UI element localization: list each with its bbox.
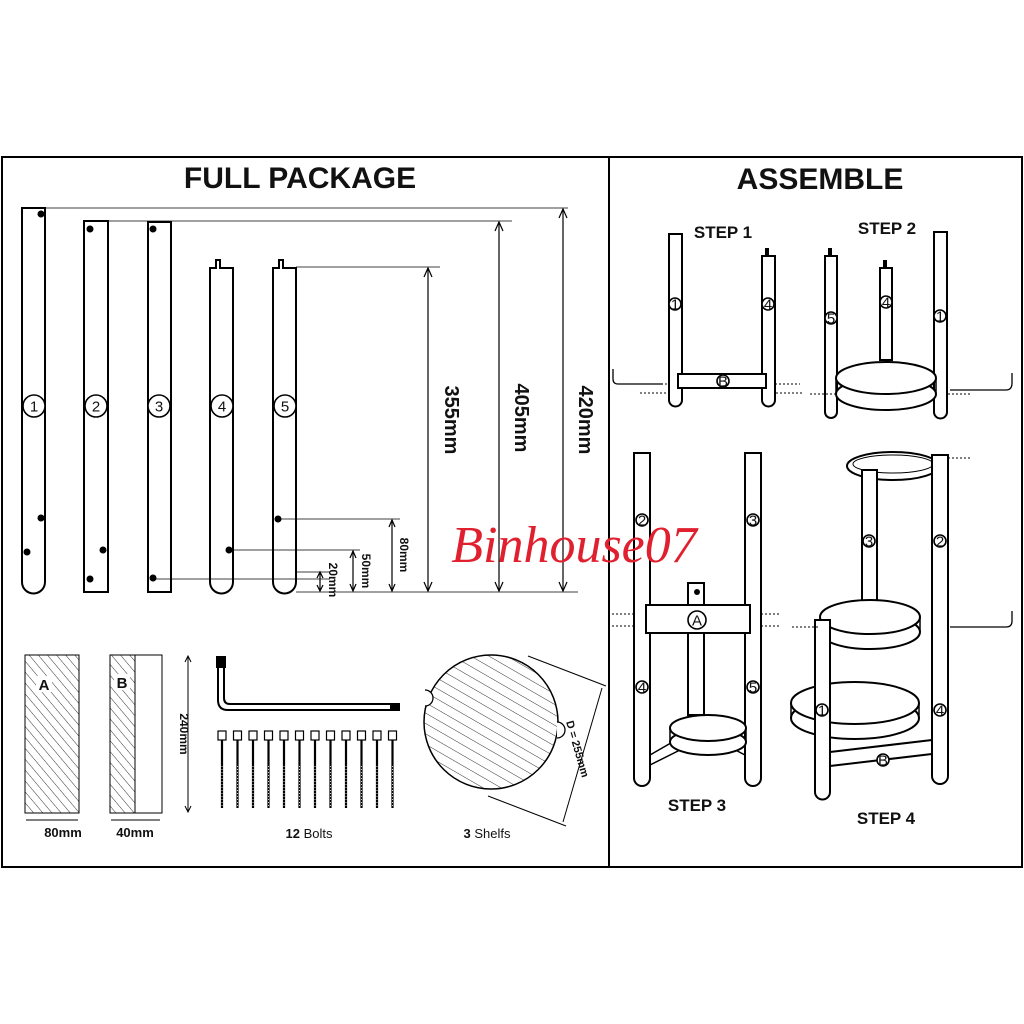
svg-text:2: 2 <box>638 513 646 530</box>
assemble-title: ASSEMBLE <box>737 163 904 196</box>
svg-text:B: B <box>878 753 888 770</box>
dim-420-label: 420mm <box>574 386 596 455</box>
full-package-title: FULL PACKAGE <box>184 162 416 195</box>
step-1-diagram: STEP 1 1 4 B <box>612 223 802 408</box>
svg-text:B: B <box>718 374 728 391</box>
tube-4: 4 <box>209 259 234 595</box>
svg-text:A: A <box>692 613 702 630</box>
svg-text:1: 1 <box>818 703 826 720</box>
dim-355-label: 355mm <box>440 386 462 455</box>
bolt-icon <box>232 730 243 808</box>
bolt-icon <box>294 730 305 808</box>
hex-key-icon <box>216 656 400 711</box>
watermark-text: Binhouse07 <box>451 517 699 574</box>
svg-text:1: 1 <box>671 297 679 314</box>
step-3-diagram: A 2 3 4 5 STEP 3 <box>612 452 780 815</box>
step-2-title: STEP 2 <box>858 219 916 238</box>
step-4-title: STEP 4 <box>857 809 916 828</box>
bolt-icon <box>341 730 351 808</box>
dimension-extension-lines <box>45 207 578 593</box>
tube-1: 1 <box>21 207 46 595</box>
svg-text:1: 1 <box>936 309 944 326</box>
block-height-label: 240mm <box>177 713 191 754</box>
dim-405-label: 405mm <box>510 384 532 453</box>
svg-text:4: 4 <box>882 295 890 312</box>
dim-20-label: 20mm <box>326 563 340 598</box>
svg-text:5: 5 <box>827 311 835 328</box>
step-2-diagram: STEP 2 5 4 1 <box>810 219 1013 420</box>
bolts-text: Bolts <box>304 826 333 841</box>
tube-3-label: 3 <box>155 399 163 416</box>
shelf-disc <box>423 654 566 790</box>
outer-frame <box>1 156 1023 868</box>
bolts-count: 12 <box>286 826 300 841</box>
bolt-icon <box>356 730 367 808</box>
bolt-icon <box>310 730 320 808</box>
step-3-title: STEP 3 <box>668 796 726 815</box>
bolt-icon <box>372 730 382 808</box>
tube-5: 5 <box>272 259 297 595</box>
svg-text:3: 3 <box>865 534 873 551</box>
tube-5-label: 5 <box>281 399 289 416</box>
full-package-panel: FULL PACKAGE 1 2 3 <box>21 162 607 841</box>
svg-text:3: 3 <box>749 513 757 530</box>
svg-text:2: 2 <box>936 534 944 551</box>
shelf-diameter-line <box>487 655 607 827</box>
svg-text:4: 4 <box>638 680 646 697</box>
bolt-icon <box>387 730 398 808</box>
assemble-panel: ASSEMBLE STEP 1 1 4 B STEP 2 <box>612 163 1013 828</box>
dim-50-label: 50mm <box>359 554 373 589</box>
block-b: B <box>109 654 163 814</box>
tube-1-label: 1 <box>30 399 38 416</box>
tube-2: 2 <box>83 220 109 593</box>
bolts-caption: 12 Bolts <box>286 826 333 841</box>
shelves-count: 3 <box>464 826 471 841</box>
dimension-arrows <box>316 207 568 593</box>
shelf-diameter-label: D = 255mm <box>563 719 591 779</box>
tube-2-label: 2 <box>92 399 100 416</box>
block-a: A <box>24 654 80 814</box>
bolts-group <box>217 730 398 808</box>
tube-4-label: 4 <box>218 399 226 416</box>
tube-3: 3 <box>147 221 172 593</box>
block-a-width-label: 80mm <box>44 825 82 840</box>
svg-text:4: 4 <box>936 703 944 720</box>
block-a-label: A <box>39 677 50 694</box>
bolt-icon <box>279 730 289 808</box>
bolt-icon <box>263 730 274 808</box>
svg-text:5: 5 <box>749 680 757 697</box>
bolt-icon <box>325 730 336 808</box>
shelves-text: Shelfs <box>474 826 511 841</box>
bolt-icon <box>248 730 258 808</box>
block-dimensions <box>26 654 192 821</box>
bolt-icon <box>217 730 227 808</box>
block-b-label: B <box>117 675 128 692</box>
svg-text:4: 4 <box>764 297 772 314</box>
block-b-width-label: 40mm <box>116 825 154 840</box>
step-1-title: STEP 1 <box>694 223 752 242</box>
shelves-caption: 3 Shelfs <box>464 826 511 841</box>
step-4-diagram: 3 2 1 4 B STEP 4 <box>790 451 1013 828</box>
dim-80-label: 80mm <box>397 538 411 573</box>
